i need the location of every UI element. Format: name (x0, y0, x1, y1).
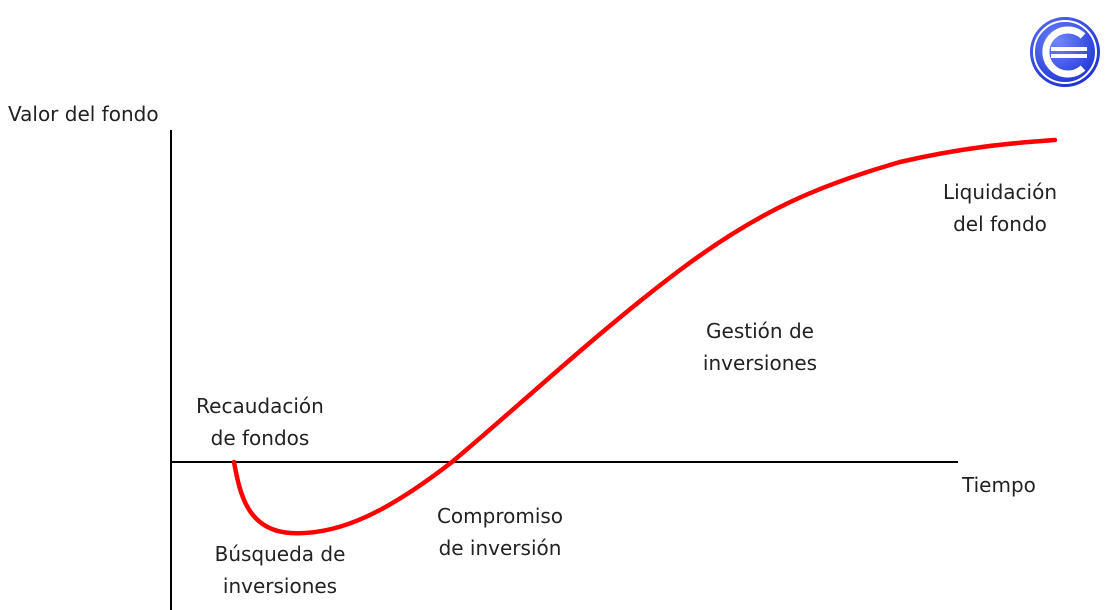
x-axis-label: Tiempo (962, 473, 1036, 497)
stage-fundraising-line1: Recaudación (196, 394, 324, 418)
stage-management-line1: Gestión de (706, 319, 814, 343)
stage-fundraising-line2: de fondos (210, 426, 310, 450)
fund-value-curve (231, 137, 1058, 536)
stage-search-label: Búsqueda de inversiones (200, 538, 360, 602)
stage-commitment-label: Compromiso de inversión (420, 500, 580, 564)
stage-search-line2: inversiones (222, 574, 338, 598)
stage-commitment-line2: de inversión (438, 536, 562, 560)
stage-commitment-line1: Compromiso (436, 504, 564, 528)
stage-fundraising-label: Recaudación de fondos (180, 390, 340, 454)
y-axis-label: Valor del fondo (8, 102, 159, 126)
stage-liquidation-label: Liquidación del fondo (920, 176, 1080, 240)
stage-search-line1: Búsqueda de (214, 542, 346, 566)
stage-liquidation-line1: Liquidación (942, 180, 1058, 204)
stage-management-line2: inversiones (702, 351, 818, 375)
stage-liquidation-line2: del fondo (953, 212, 1047, 236)
stage-management-label: Gestión de inversiones (680, 315, 840, 379)
e-circle-logo-icon (1030, 17, 1100, 87)
